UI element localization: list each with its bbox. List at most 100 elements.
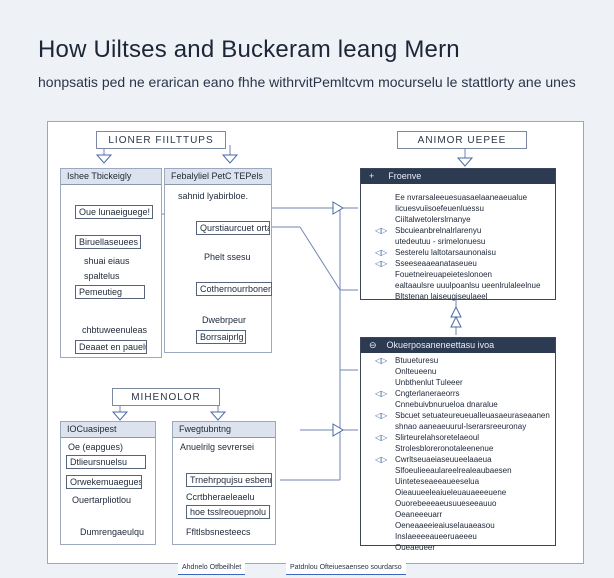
col1-node: chbtuweenuleas	[82, 325, 148, 335]
tag-right-top: ANIMOR UEPEE	[397, 131, 527, 149]
lower-box-title: Okuerposaneneettasu ivoa	[386, 340, 495, 350]
row-text: Slfoeulieeaulareelrealeaubaesen	[395, 466, 512, 475]
lower-box-row: Slfoeulieeaulareelrealeaubaesen	[361, 465, 555, 476]
lower-box-header: ⊖ Okuerposaneneettasu ivoa	[361, 338, 555, 353]
lower-box-row: Onlteueenu	[361, 366, 555, 377]
col1-node: spaltelus	[84, 271, 120, 281]
column-1: Ishee Tbickeigly	[60, 168, 162, 358]
arrow-marker-icon: ◁▷	[375, 248, 388, 257]
upper-box-row: Fouetneireuapeieteslonoen	[361, 269, 555, 280]
col1-node: Biruellaseuees	[75, 235, 141, 249]
col2-node: Qurstiaurcuet orta	[196, 221, 270, 235]
row-text: Cngterlaneraeorrs	[395, 389, 460, 398]
col4-node: Ffltlsbsnesteecs	[186, 527, 251, 537]
lower-box-row: ◁▷ Cngterlaneraeorrs	[361, 388, 555, 399]
upper-box-row: ◁▷Sesterelu laltotarsaunonaisu	[361, 247, 555, 258]
row-text: Sbcuet setuateureueualleuasaeuraseaanen	[395, 411, 550, 420]
col3-node: Dtlieursnuelsu	[66, 455, 146, 469]
row-text: Iicuesvuiisoefeuenluessu	[395, 204, 484, 213]
upper-box-row: ◁▷ Sseeseaaeanataseueu	[361, 258, 555, 269]
col3-node: Orwekemuaegues	[66, 475, 142, 489]
row-text: Cwrltseuaeiaseuueelaaeua	[395, 455, 492, 464]
col1-node: Deaaet en pauelus	[75, 340, 147, 354]
col1-node: Oue lunaeiguege!	[75, 205, 153, 219]
col4-node: Trnehrpqujsu esbenrs	[186, 473, 272, 487]
arrow-marker-icon: ◁▷	[375, 226, 388, 235]
lower-box-row: Uinteteseaeeaueeselua	[361, 476, 555, 487]
col2-node: Dwebrpeur	[202, 315, 247, 325]
row-text: Sbcuieanbrelnalrlarenyu	[395, 226, 482, 235]
col2-node: Borrsaiprlg	[196, 330, 246, 344]
upper-box-row: Ee nvrarsaleeuesuasaelaaneaeualue	[361, 192, 555, 203]
col4-node: Ccrtbheraeleaelu	[186, 492, 255, 502]
arrow-marker-icon: ◁▷	[375, 411, 388, 420]
lower-box-row: Ouorebeeeaeusuueseeauuo	[361, 498, 555, 509]
row-text: Ciiltalwetolerslrnanye	[395, 215, 471, 224]
col4-node: hoe tsslreouepnolu	[186, 505, 270, 519]
col1-node: shuai eiaus	[84, 256, 130, 266]
row-text: Onlteueenu	[395, 367, 437, 376]
upper-box-row: utedeutuu - srimelonuesu	[361, 236, 555, 247]
row-text: Ee nvrarsaleeuesuasaelaaneaeualue	[395, 193, 528, 202]
column-3-header: IOCuasipest	[61, 422, 155, 438]
col2-node: sahnid lyabirbloe.	[178, 191, 249, 201]
row-text: shnao aaneaeuurul-lserarsreeuronay	[395, 422, 527, 431]
arrow-marker-icon: ◁▷	[375, 455, 388, 464]
upper-box-row: ealtaaulsre uuulpoanlsu ueenlrulaleelnue	[361, 280, 555, 291]
expand-icon: ⊖	[369, 340, 377, 350]
lower-box-row: Oueaeueer	[361, 542, 555, 553]
col4-node: Anuelrilg sevrersei	[180, 442, 255, 452]
row-text: Inslaeeeeaueeruaeeeu	[395, 532, 477, 541]
upper-box-row: ◁▷ Sbcuieanbrelnalrlarenyu	[361, 225, 555, 236]
col1-node: Pemeutieg	[75, 285, 145, 299]
row-text: Uinteteseaeeaueeselua	[395, 477, 480, 486]
lower-box-row: ◁▷ Slirteurelahsoretelaeoul	[361, 432, 555, 443]
expand-icon: +	[369, 171, 375, 181]
upper-box-row: Ciiltalwetolerslrnanye	[361, 214, 555, 225]
col3-node: Dumrengaeulqu	[80, 527, 145, 537]
tag-left-bottom: MIHENOLOR	[112, 388, 220, 406]
row-text: Cnnebuivbnurueloa dnaralue	[395, 400, 498, 409]
lower-box-row: Oeaneeeuarr	[361, 509, 555, 520]
lower-box-row: ◁▷ Sbcuet setuateureueualleuasaeuraseaane…	[361, 410, 555, 421]
lower-box-row: Unbthenlut Tuleeer	[361, 377, 555, 388]
row-text: Fouetneireuapeieteslonoen	[395, 270, 492, 279]
column-2-header: Febalyliel PetC TEPels	[165, 169, 271, 185]
upper-box-row: Iicuesvuiisoefeuenluessu	[361, 203, 555, 214]
row-text: Sseeseaaeanataseueu	[395, 259, 477, 268]
row-text: Slirteurelahsoretelaeoul	[395, 433, 480, 442]
arrow-marker-icon: ◁▷	[375, 259, 388, 268]
column-4-header: Fwegtubntng	[173, 422, 275, 438]
arrow-marker-icon: ◁▷	[375, 389, 388, 398]
row-text: utedeutuu - srimelonuesu	[395, 237, 486, 246]
row-text: Strolesbloreronotaleenenue	[395, 444, 494, 453]
footer-left: Ahdnelo Otfbeilhlet	[178, 562, 246, 575]
col3-node: Oe (eapgues)	[68, 442, 124, 452]
footer-right: Patdnlou Ofteiuesaenseo sourdarso	[286, 562, 406, 575]
lower-box-row: ◁▷ Cwrltseuaeiaseuueelaaeua	[361, 454, 555, 465]
row-text: ealtaaulsre uuulpoanlsu ueenlrulaleelnue	[395, 281, 541, 290]
column-2: Febalyliel PetC TEPels	[164, 168, 272, 353]
row-text: Btuueturesu	[395, 356, 439, 365]
row-text: Oeaneeeuarr	[395, 510, 443, 519]
col3-node: Ouertarpliotlou	[72, 495, 132, 505]
arrow-marker-icon: ◁▷	[375, 433, 388, 442]
lower-box-row: Strolesbloreronotaleenenue	[361, 443, 555, 454]
row-text: Bltstenan laiseugiseulaeel	[395, 292, 488, 301]
lower-box-row: ◁▷Btuueturesu	[361, 355, 555, 366]
row-text: Oueaeueer	[395, 543, 436, 552]
lower-box-row: Cnnebuivbnurueloa dnaralue	[361, 399, 555, 410]
row-text: Oieauueeleaiueleuauaeeeuene	[395, 488, 507, 497]
lower-box-row: Oieauueeleaiueleuauaeeeuene	[361, 487, 555, 498]
diagram-title: How Uiltses and Buckeram leang Mern	[38, 36, 460, 63]
lower-box-row: shnao aaneaeuurul-lserarsreeuronay	[361, 421, 555, 432]
diagram-subtitle: honpsatis ped ne erarican eano fhhe with…	[38, 74, 576, 90]
upper-box-header: +Froenve	[361, 169, 555, 184]
col2-node: Cothernourrboneny	[196, 282, 272, 296]
lower-box-row: Oeneaaeeieaiuselauaeasou	[361, 520, 555, 531]
upper-detail-box: +Froenve Ee nvrarsaleeuesuasaelaaneaeual…	[360, 168, 556, 302]
upper-box-row: Bltstenan laiseugiseulaeel	[361, 291, 555, 302]
